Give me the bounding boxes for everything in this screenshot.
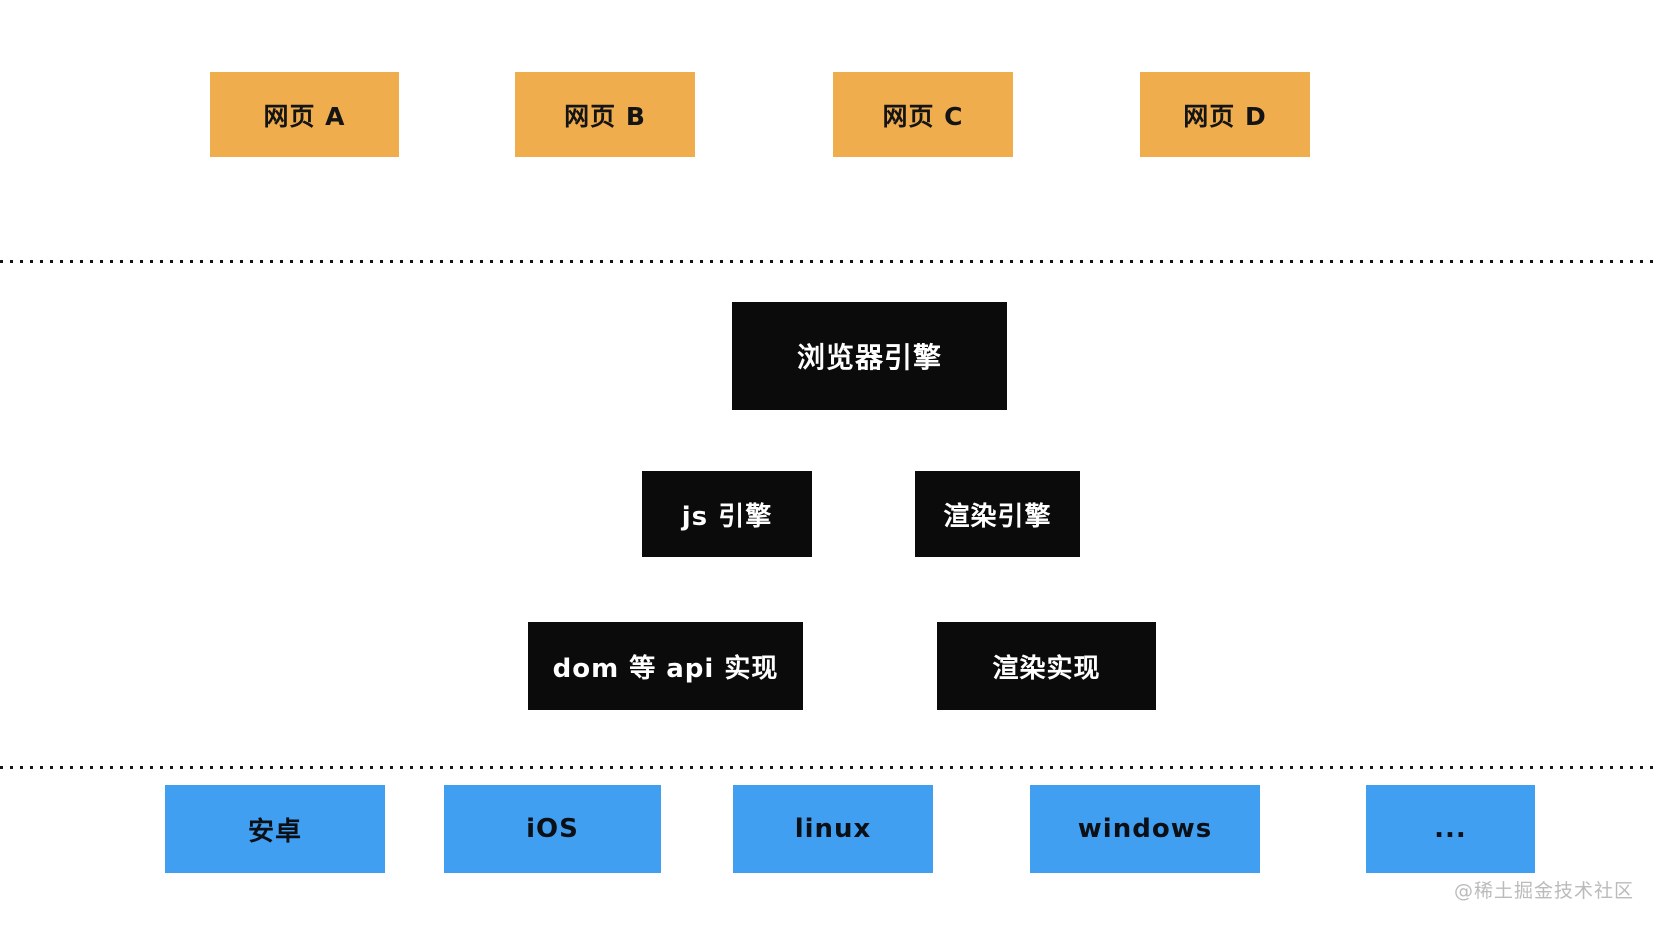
js-engine-box: js 引擎: [642, 471, 812, 557]
render-implementation-box: 渲染实现: [937, 622, 1156, 710]
dom-api-implementation-box: dom 等 api 实现: [528, 622, 803, 710]
platform-box-more: ...: [1366, 785, 1535, 873]
platform-box-windows: windows: [1030, 785, 1260, 873]
browser-engine-box: 浏览器引擎: [732, 302, 1007, 410]
webpage-box-a: 网页 A: [210, 72, 399, 157]
juejin-watermark: @稀土掘金技术社区: [1453, 880, 1634, 902]
webpage-box-b: 网页 B: [515, 72, 695, 157]
render-engine-box: 渲染引擎: [915, 471, 1080, 557]
webpage-box-d: 网页 D: [1140, 72, 1310, 157]
separator-top-dotted-line: [0, 260, 1656, 263]
webpage-box-c: 网页 C: [833, 72, 1013, 157]
platform-box-linux: linux: [733, 785, 933, 873]
separator-bottom-dotted-line: [0, 766, 1656, 769]
platform-box-ios: iOS: [444, 785, 661, 873]
platform-box-android: 安卓: [165, 785, 385, 873]
